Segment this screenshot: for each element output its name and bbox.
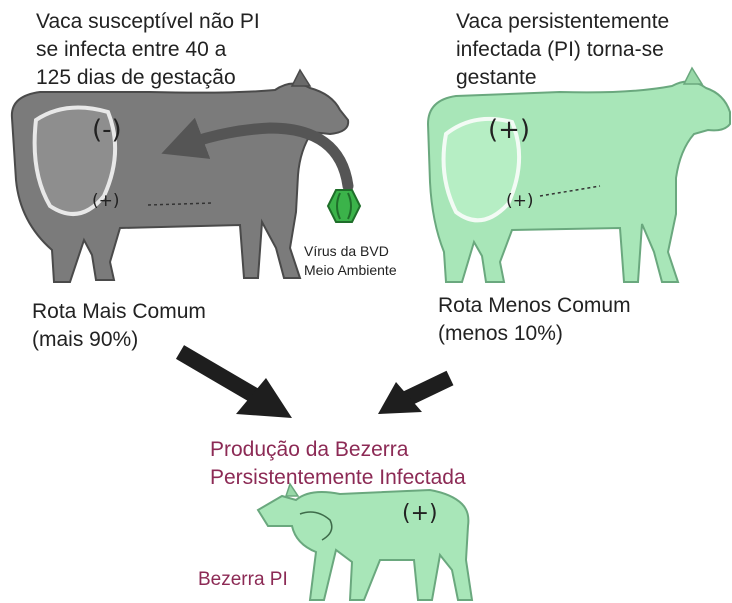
left-cow-fetus-line (147, 202, 213, 206)
infection-arrow (161, 117, 354, 192)
left-cow-uterus (32, 105, 118, 216)
common-route-arrowhead (236, 378, 292, 418)
calf-ear (284, 482, 300, 497)
right-cow-ear (682, 66, 704, 85)
hexagon-virus-icon (326, 189, 362, 223)
common-route-line-1: Rota Mais Comum (32, 300, 206, 323)
virus-label: Vírus da BVD Meio Ambiente (304, 242, 397, 280)
calf-body (256, 488, 474, 601)
calf-mark: (+) (402, 501, 438, 526)
right-cow-illustration: (+) (+) (426, 66, 731, 283)
left-cow-caption: Vaca susceptível não PI se infecta entre… (36, 8, 260, 92)
virus-label-line-1: Vírus da BVD (304, 243, 389, 259)
common-route-label: Rota Mais Comum (mais 90%) (32, 298, 206, 354)
pi-calf-illustration: (+) (256, 482, 474, 601)
right-cow-mark: (+) (488, 115, 530, 145)
left-cow-ear (290, 68, 312, 87)
result-caption: Produção da Bezerra Persistentemente Inf… (210, 436, 466, 492)
rare-route-arrow-shaft (400, 370, 454, 408)
right-caption-line-1: Vaca persistentemente (456, 10, 670, 33)
common-route-arrow-shaft (175, 345, 267, 407)
rare-route-label: Rota Menos Comum (menos 10%) (438, 292, 631, 348)
left-caption-line-3: 125 dias de gestação (36, 66, 236, 89)
calf-label: Bezerra PI (198, 569, 288, 590)
right-cow-fetus-mark: (+) (506, 191, 534, 211)
left-caption-line-2: se infecta entre 40 a (36, 38, 227, 61)
rare-route-line-1: Rota Menos Comum (438, 294, 631, 317)
rare-route-line-2: (menos 10%) (438, 322, 563, 345)
rare-route-arrowhead (378, 382, 422, 414)
common-route-line-2: (mais 90%) (32, 328, 139, 351)
right-cow-uterus (441, 116, 522, 223)
right-caption-line-3: gestante (456, 66, 537, 89)
route-arrows (175, 345, 454, 418)
calf-head-detail (299, 511, 333, 541)
left-cow-mark: (-) (92, 115, 122, 145)
result-line-1: Produção da Bezerra (210, 438, 409, 461)
right-cow-fetus-line (539, 185, 601, 197)
right-caption-line-2: infectada (PI) torna-se (456, 38, 664, 61)
right-cow-caption: Vaca persistentemente infectada (PI) tor… (456, 8, 669, 92)
left-cow-fetus-mark: (+) (92, 191, 120, 211)
result-line-2: Persistentemente Infectada (210, 466, 466, 489)
left-cow-illustration: (-) (+) (10, 68, 350, 283)
left-caption-line-1: Vaca susceptível não PI (36, 10, 260, 33)
virus-label-line-2: Meio Ambiente (304, 262, 397, 278)
